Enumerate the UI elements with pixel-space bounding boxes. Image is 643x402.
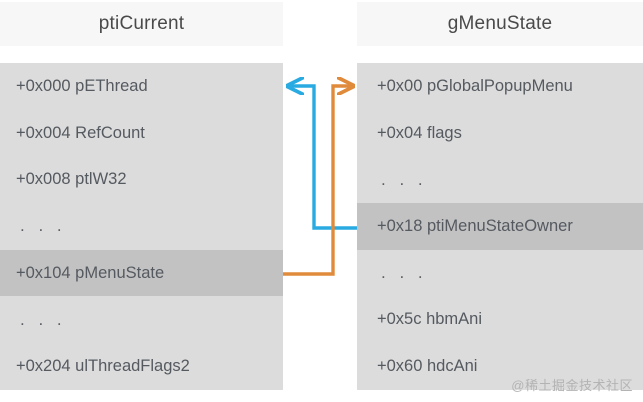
struct-field-label: . . . bbox=[381, 169, 428, 189]
column-body-pti-current: +0x000 pEThread +0x004 RefCount +0x008 p… bbox=[0, 63, 283, 390]
struct-field-label: +0x204 ulThreadFlags2 bbox=[16, 356, 190, 375]
struct-field-row: +0x04 flags bbox=[357, 110, 643, 157]
connector-blue-line bbox=[288, 86, 357, 230]
struct-field-label: . . . bbox=[20, 309, 67, 329]
watermark: @稀土掘金技术社区 bbox=[511, 378, 633, 393]
column-gmenustate: gMenuState +0x00 pGlobalPopupMenu +0x04 … bbox=[357, 0, 643, 390]
struct-field-label: +0x104 pMenuState bbox=[16, 263, 165, 282]
connector-orange-line bbox=[283, 86, 353, 276]
struct-field-row: +0x008 ptlW32 bbox=[0, 156, 283, 203]
struct-field-label: +0x18 ptiMenuStateOwner bbox=[377, 216, 573, 235]
struct-field-label: . . . bbox=[381, 263, 428, 283]
struct-field-row: +0x5c hbmAni bbox=[357, 296, 643, 343]
column-pti-current: ptiCurrent +0x000 pEThread +0x004 RefCou… bbox=[0, 0, 283, 390]
struct-field-label: +0x000 pEThread bbox=[16, 76, 148, 95]
struct-field-label: +0x5c hbmAni bbox=[377, 310, 483, 329]
column-header-pti-current: ptiCurrent bbox=[0, 2, 283, 46]
struct-field-label: +0x60 hdcAni bbox=[377, 356, 478, 375]
struct-field-row-highlighted: +0x104 pMenuState bbox=[0, 249, 283, 297]
struct-field-label: +0x04 flags bbox=[377, 123, 462, 142]
struct-field-ellipsis: . . . bbox=[0, 203, 283, 250]
struct-field-row: +0x000 pEThread bbox=[0, 63, 283, 110]
struct-field-label: +0x008 ptlW32 bbox=[16, 170, 127, 189]
struct-field-ellipsis: . . . bbox=[357, 156, 643, 203]
column-title-gmenustate: gMenuState bbox=[447, 13, 553, 34]
struct-field-ellipsis: . . . bbox=[357, 250, 643, 297]
struct-field-row-highlighted: +0x18 ptiMenuStateOwner bbox=[357, 203, 643, 250]
struct-field-label: . . . bbox=[20, 216, 67, 236]
struct-field-label: +0x00 pGlobalPopupMenu bbox=[377, 76, 573, 95]
struct-field-ellipsis: . . . bbox=[0, 296, 283, 343]
struct-field-label: +0x004 RefCount bbox=[16, 123, 145, 142]
column-header-gmenustate: gMenuState bbox=[357, 2, 643, 46]
struct-field-row: +0x00 pGlobalPopupMenu bbox=[357, 63, 643, 110]
struct-field-row: +0x004 RefCount bbox=[0, 110, 283, 157]
struct-field-row: +0x60 hdcAni bbox=[357, 343, 643, 390]
column-body-gmenustate: +0x00 pGlobalPopupMenu +0x04 flags . . .… bbox=[357, 63, 643, 390]
column-title-pti-current: ptiCurrent bbox=[98, 13, 185, 34]
struct-field-row: +0x204 ulThreadFlags2 bbox=[0, 343, 283, 390]
